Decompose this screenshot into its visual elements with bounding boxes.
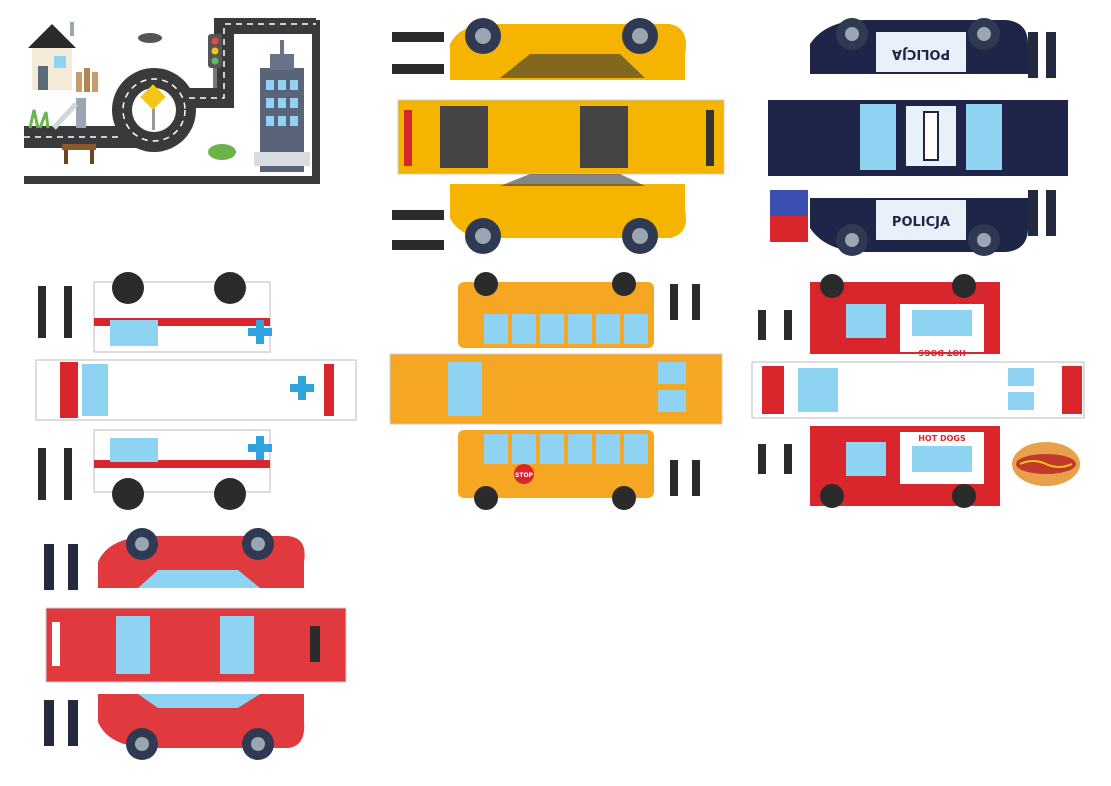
wheel-icon xyxy=(474,486,498,510)
stop-sign-icon xyxy=(514,464,534,484)
glue-tab-icon xyxy=(758,310,792,474)
grass-icon xyxy=(28,109,50,129)
city-playmat-tile xyxy=(24,18,320,190)
hot-dogs-label-bottom: HOT DOGS xyxy=(918,434,966,443)
wheel-icon xyxy=(474,272,498,296)
wheel-icon xyxy=(952,274,976,298)
wheel-icon xyxy=(612,486,636,510)
red-car-roof-net xyxy=(45,607,347,683)
wheel-icon xyxy=(214,478,246,510)
windshield xyxy=(440,106,488,168)
bench-icon xyxy=(62,144,96,164)
city-playmat-illustration xyxy=(24,18,320,184)
fence-icon xyxy=(76,68,98,92)
medical-cross-icon xyxy=(248,320,272,344)
wheel-icon xyxy=(952,484,976,508)
manhole-icon xyxy=(138,33,162,43)
police-label-bottom: POLICJA xyxy=(892,215,950,230)
wheel-icon xyxy=(214,272,246,304)
wheel-icon xyxy=(820,484,844,508)
police-car-template: POLICJA POLICJA xyxy=(766,14,1070,258)
glue-tab-icon xyxy=(1028,32,1056,236)
glue-tab-icon xyxy=(392,32,444,250)
wheel-icon xyxy=(112,272,144,304)
hot-dog-icon xyxy=(1012,442,1080,486)
wheel-icon xyxy=(612,272,636,296)
traffic-light-icon xyxy=(208,34,222,88)
ambulance-template xyxy=(34,268,358,512)
medical-cross-icon xyxy=(248,436,272,460)
hot-dogs-label-top: HOT DOGS xyxy=(918,348,966,357)
glue-tab-icon xyxy=(44,544,78,746)
glue-tab-icon xyxy=(670,284,700,496)
slide-icon xyxy=(52,98,86,130)
hot-dog-truck-template: HOT DOGS HOT DOGS xyxy=(750,274,1086,512)
police-label-top: POLICJA xyxy=(892,46,950,61)
skyscraper-icon xyxy=(254,40,310,172)
road-border xyxy=(24,20,320,184)
red-car-template xyxy=(38,522,350,766)
wheel-icon xyxy=(112,478,144,510)
glue-tab-icon xyxy=(38,286,72,500)
taxi-template xyxy=(390,14,730,258)
school-bus-template: STOP xyxy=(388,270,724,514)
stop-sign-label: STOP xyxy=(515,472,534,479)
rear-window xyxy=(580,106,628,168)
bush-icon xyxy=(208,144,236,160)
siren-icon xyxy=(770,190,808,242)
house-icon xyxy=(28,22,76,90)
wheel-icon xyxy=(820,274,844,298)
medical-cross-icon xyxy=(290,376,314,400)
